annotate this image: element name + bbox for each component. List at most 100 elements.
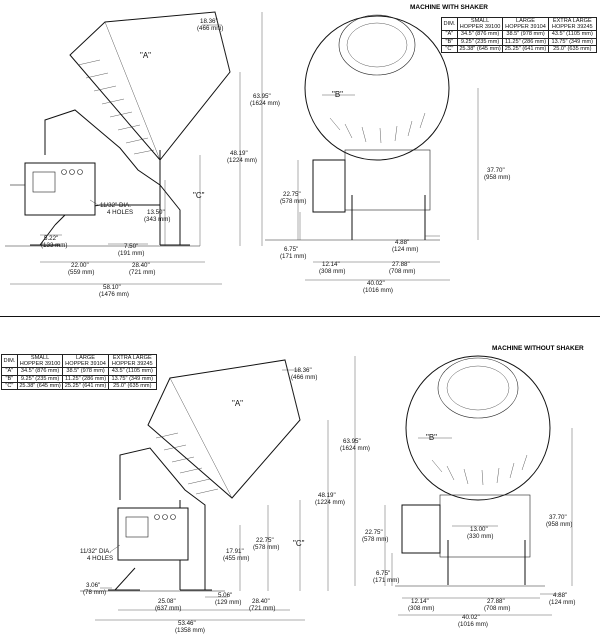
spec-cell: 25.0" (635 mm) (547, 44, 597, 54)
hopper-side (69, 11, 231, 161)
spec-cell: 13.75" (349 mm) (547, 37, 597, 46)
heading-bottom: MACHINE WITHOUT SHAKER (492, 345, 584, 352)
dim-label: 5.22" (44, 235, 58, 242)
spec-table-top: DIM. SMALL HOPPER 39100 LARGE HOPPER 391… (441, 16, 597, 54)
spec-table-row: "B" 9.25" (235 mm) 11.25" (286 mm) 13.75… (1, 374, 157, 383)
dim-label: (1224 mm) (227, 157, 257, 164)
dim-label: 37.70" (487, 167, 505, 174)
spec-cell: 38.5" (978 mm) (502, 30, 549, 39)
dim-label: (578 mm) (280, 198, 306, 205)
dim-label: 37.70" (549, 514, 567, 521)
spec-cell: 43.5" (1105 mm) (547, 30, 597, 39)
dim-label: 28.40" (132, 262, 150, 269)
dim-label: (1016 mm) (458, 621, 488, 628)
dim-label: (455 mm) (223, 555, 249, 562)
dim-label: 40.02" (462, 614, 480, 621)
dim-label: 40.02" (367, 280, 385, 287)
label-a: "A" (140, 51, 151, 60)
heading-top: MACHINE WITH SHAKER (410, 4, 488, 11)
dim-label: 63.95" (343, 438, 361, 445)
hopper-fins (155, 432, 219, 495)
dim-label: 27.88" (392, 261, 410, 268)
spec-table-header-row: DIM. SMALL HOPPER 39100 LARGE HOPPER 391… (441, 16, 597, 32)
top-front-view: "B" 22.75" (578 mm) 6.75" (171 mm) 37.70… (265, 14, 510, 294)
dim-label: 28.40" (252, 598, 270, 605)
control-knob (170, 514, 176, 520)
dim-label: 6.75" (376, 570, 390, 577)
dim-label: 17.91" (226, 548, 244, 555)
dim-label: (133 mm) (41, 242, 67, 249)
dim-label: (343 mm) (144, 216, 170, 223)
dim-label: (578 mm) (362, 536, 388, 543)
spec-cell: EXTRA LARGE HOPPER 39245 (107, 353, 157, 369)
spec-cell: LARGE HOPPER 39104 (62, 353, 109, 369)
dim-label: 5.06" (218, 592, 232, 599)
spec-table-row: "B" 9.25" (235 mm) 11.25" (286 mm) 13.75… (441, 37, 597, 46)
dim-label: 22.75" (283, 191, 301, 198)
dim-label: 12.14" (411, 598, 429, 605)
dim-label: 63.95" (253, 93, 271, 100)
dim-label: 48.19" (230, 150, 248, 157)
dim-label: (578 mm) (253, 544, 279, 551)
bottom-front-view: "B" 63.95" (1624 mm) 22.75" (578 mm) 6.7… (340, 355, 575, 628)
dim-label: (708 mm) (484, 605, 510, 612)
hopper-opening (338, 14, 416, 76)
dim-label: 3.06" (86, 582, 100, 589)
holes-note: 11/32" DIA. (80, 548, 111, 555)
dim-label: 27.88" (487, 598, 505, 605)
dim-label: 13.00" (470, 526, 488, 533)
hopper-fins (329, 112, 426, 144)
spec-table-row: "C" 25.38" (645 mm) 25.25" (641 mm) 25.0… (1, 381, 157, 391)
dim-label: (124 mm) (392, 246, 418, 253)
holes-note: 4 HOLES (87, 555, 113, 562)
dim-label: (330 mm) (467, 533, 493, 540)
dim-label: (708 mm) (389, 268, 415, 275)
control-knob (162, 514, 168, 520)
spec-table-bottom: DIM. SMALL HOPPER 39100 LARGE HOPPER 391… (1, 353, 157, 391)
dim-label: (1624 mm) (250, 100, 280, 107)
control-knob (61, 169, 67, 175)
dim-label: (721 mm) (249, 605, 275, 612)
frame (344, 149, 431, 211)
spec-cell: SMALL HOPPER 39100 (16, 353, 64, 369)
dim-label: 18.36" (200, 18, 218, 25)
dim-label: 58.10" (103, 284, 121, 291)
spec-cell: 38.5" (978 mm) (62, 367, 109, 376)
frame-left (119, 447, 206, 590)
dim-label: 12.14" (322, 261, 340, 268)
spec-cell: 11.25" (286 mm) (62, 374, 109, 383)
spec-cell: LARGE HOPPER 39104 (502, 16, 549, 32)
holes-note: 11/32" DIA. (100, 202, 131, 209)
spec-cell: 25.0" (635 mm) (107, 381, 157, 391)
dim-label: (308 mm) (408, 605, 434, 612)
hopper-front (405, 355, 551, 501)
label-b: "B" (332, 90, 343, 99)
control-knob (77, 169, 83, 175)
dim-label: (78 mm) (83, 589, 106, 596)
dim-label: (637 mm) (155, 605, 181, 612)
dim-label: (124 mm) (549, 599, 575, 606)
label-c: "C" (193, 191, 205, 200)
spec-table-row: "A" 34.5" (876 mm) 38.5" (978 mm) 43.5" … (1, 367, 157, 376)
control-box (117, 507, 189, 561)
control-knob (69, 169, 75, 175)
dim-label: (308 mm) (319, 268, 345, 275)
label-a: "A" (232, 399, 243, 408)
dim-label: 18.36" (294, 367, 312, 374)
hopper-fins (431, 454, 528, 486)
dim-label: (1224 mm) (315, 499, 345, 506)
spec-cell: EXTRA LARGE HOPPER 39245 (547, 16, 597, 32)
dim-label: 48.19" (318, 492, 336, 499)
spec-table-row: "C" 25.38" (645 mm) 25.25" (641 mm) 25.0… (441, 44, 597, 54)
spec-table-header-row: DIM. SMALL HOPPER 39100 LARGE HOPPER 391… (1, 353, 157, 369)
dim-label: 22.75" (256, 537, 274, 544)
dim-label: 22.75" (365, 529, 383, 536)
control-knob (154, 514, 160, 520)
hopper-side (147, 359, 301, 499)
dim-label: 22.00" (71, 262, 89, 269)
label-b: "B" (426, 433, 437, 442)
base-feet (108, 567, 212, 591)
dim-label: (129 mm) (215, 599, 241, 606)
dim-label: 13.50" (147, 209, 165, 216)
